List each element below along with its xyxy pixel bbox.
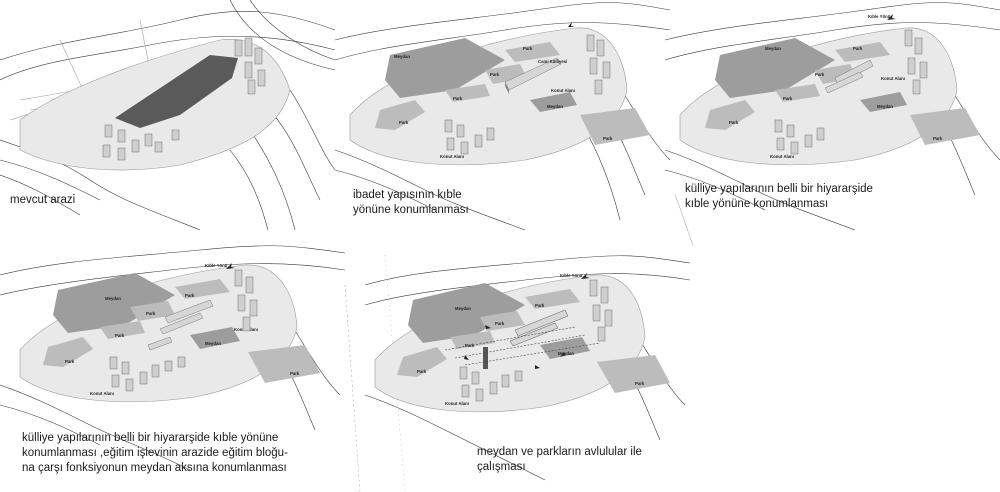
svg-text:Meydan: Meydan [105,296,121,301]
svg-text:Park: Park [603,136,613,141]
caption-panel-1: mevcut arazi [10,194,76,206]
svg-text:Park: Park [783,96,793,101]
svg-text:Park: Park [399,120,409,125]
svg-text:Meydan: Meydan [547,104,563,109]
panel-meydan-avlu: Kıble Yönü Meydan Park Park Park Park Me… [344,254,691,492]
svg-text:Park: Park [535,303,545,308]
svg-text:Konut Alanı: Konut Alanı [90,391,114,396]
svg-text:Park: Park [523,46,533,51]
svg-text:Kıble Yönü: Kıble Yönü [868,14,891,19]
building-blocks [774,29,928,155]
svg-text:Konut Alanı: Konut Alanı [770,154,794,159]
svg-text:Meydan: Meydan [394,54,410,59]
site-plan-drawing [0,0,336,231]
caption-panel-3: külliye yapılarının belli bir hiyararşid… [685,183,873,210]
svg-text:Park: Park [417,369,427,374]
caption-panel-2: ibadet yapısının kıble yönüne konumlanma… [353,189,469,216]
svg-text:Park: Park [815,72,825,77]
site-plan-drawing: Kıble Yönü Meydan Park Park Park Park Ko… [664,2,1000,246]
svg-text:Cami Külliyesi: Cami Külliyesi [538,59,567,64]
svg-text:Meydan: Meydan [205,341,221,346]
site-plan-drawing: Kıble Yönü Meydan Park Park Park Park Ko… [0,245,346,471]
svg-text:Park: Park [933,136,943,141]
svg-text:Park: Park [65,359,75,364]
svg-text:Park: Park [453,96,463,101]
svg-text:Meydan: Meydan [877,104,893,109]
panel-kulliye-hiyerarsi: Kıble Yönü Meydan Park Park Park Park Ko… [664,0,1000,246]
building-blocks [109,269,258,392]
building-blocks [459,279,613,402]
svg-text:Park: Park [853,46,863,51]
svg-text:Park: Park [465,343,475,348]
panel-egitim-carsi: Kıble Yönü Meydan Park Park Park Park Ko… [0,245,346,492]
panel-ibadet-yapisi: Meydan Park Park Park Park Cami Külliyes… [334,0,671,231]
svg-text:Konut Alanı: Konut Alanı [445,401,469,406]
building-blocks [444,34,611,155]
site-plan-drawing: Meydan Park Park Park Park Cami Külliyes… [334,2,671,231]
svg-text:Park: Park [729,120,739,125]
svg-text:Park: Park [490,72,500,77]
svg-text:Konut Alanı: Konut Alanı [440,154,464,159]
svg-text:Park: Park [635,381,645,386]
svg-text:Park: Park [115,333,125,338]
svg-text:Meydan: Meydan [455,306,471,311]
svg-text:Kıble Yönü: Kıble Yönü [560,273,583,278]
svg-text:Meydan: Meydan [558,351,574,356]
svg-text:Park: Park [495,321,505,326]
svg-text:Meydan: Meydan [765,46,781,51]
caption-panel-5: meydan ve parkların avlulular ile çalışm… [477,446,642,473]
svg-text:Park: Park [185,293,195,298]
svg-text:Park: Park [290,371,300,376]
site-plan-drawing: Kıble Yönü Meydan Park Park Park Park Me… [344,254,691,492]
panel-mevcut-arazi: mevcut arazi [0,0,336,231]
caption-panel-4: külliye yapılarının belli bir hiyararşid… [22,432,288,474]
svg-text:Kıble Yönü: Kıble Yönü [205,263,228,268]
svg-text:Konut Alanı: Konut Alanı [881,76,905,81]
building-blocks [102,37,266,161]
svg-text:Konut Alanı: Konut Alanı [551,88,575,93]
svg-text:Park: Park [146,311,156,316]
